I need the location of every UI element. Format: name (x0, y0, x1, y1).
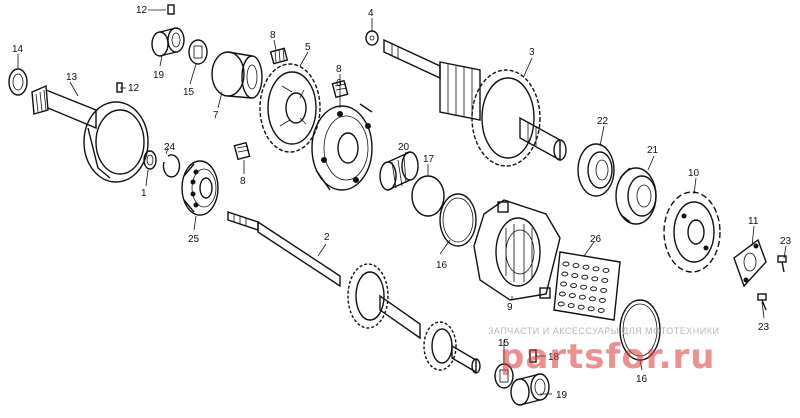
label-18: 18 (548, 352, 560, 363)
label-4: 4 (368, 8, 374, 19)
plate-dot (577, 304, 585, 310)
part-13-shaft-drum (31, 84, 149, 183)
label-20: 20 (398, 142, 410, 153)
leader-lines (17, 9, 787, 395)
part-4-nut (365, 30, 379, 46)
part-8-spring-b (331, 79, 349, 99)
plate-dot (598, 297, 606, 303)
label-14: 14 (12, 44, 24, 55)
plate-dot (597, 307, 605, 313)
plate-dot (562, 261, 570, 267)
label-6: 6 (336, 78, 342, 89)
part-23-bolt-upper (777, 255, 787, 273)
part-1-washer (143, 150, 157, 170)
label-8a: 8 (270, 30, 276, 41)
label-25: 25 (188, 234, 200, 245)
part-8-spring-c (233, 141, 251, 161)
part-12-pin-top (167, 4, 175, 15)
plate-dot (570, 283, 578, 289)
plate-dot (567, 303, 575, 309)
label-26: 26 (590, 234, 602, 245)
label-24: 24 (164, 142, 176, 153)
plate-dot (590, 286, 598, 292)
label-12b: 12 (128, 83, 140, 94)
part-15-washer-top (188, 39, 208, 65)
label-19a: 19 (153, 70, 165, 81)
plate-dot (601, 277, 609, 283)
plate-dot (587, 306, 595, 312)
plate-dot (578, 294, 586, 300)
plate-dot (602, 267, 610, 273)
label-10: 10 (688, 168, 700, 179)
label-8b: 8 (336, 64, 342, 75)
part-2-long-shaft (227, 211, 481, 374)
part-19-needle-bearing-lower (510, 373, 550, 406)
label-9: 9 (507, 302, 513, 313)
part-5-gear (259, 63, 321, 153)
part-labels: 1 2 3 4 5 6 7 8 8 8 9 10 11 12 12 13 14 … (12, 5, 792, 401)
plate-dot (572, 263, 580, 269)
part-9-housing (473, 199, 561, 301)
part-8-spring-a (269, 47, 289, 65)
part-6-plate (311, 103, 373, 191)
part-12-pin-lower (116, 82, 123, 93)
plate-dot (558, 291, 566, 297)
label-17: 17 (423, 154, 435, 165)
part-11-plate (733, 238, 767, 288)
plate-dot (582, 264, 590, 270)
label-5: 5 (305, 42, 311, 53)
part-20-needle-cage (379, 151, 419, 191)
plate-dot (600, 287, 608, 293)
label-13: 13 (66, 72, 78, 83)
label-15b: 15 (498, 338, 510, 349)
plate-dot (588, 296, 596, 302)
label-23a: 23 (780, 236, 792, 247)
label-22: 22 (597, 116, 609, 127)
part-26-plate-pattern (553, 251, 621, 321)
plate-dot (568, 293, 576, 299)
label-2: 2 (324, 232, 330, 243)
part-3-mainshaft (383, 38, 567, 167)
part-23-bolt-lower (757, 293, 767, 311)
label-3: 3 (529, 47, 535, 58)
plate-dot (592, 266, 600, 272)
plate-dot (580, 284, 588, 290)
part-7-collar (211, 51, 263, 99)
watermark: ЗАПЧАСТИ И АКСЕССУАРЫ ДЛЯ МОТОТЕХНИКИ pa… (488, 326, 719, 377)
plate-dot (560, 281, 568, 287)
part-25-bearing (181, 160, 219, 216)
label-23b: 23 (758, 322, 770, 333)
part-22-seal (577, 143, 615, 197)
part-16-oring-upper (439, 193, 477, 247)
label-1: 1 (141, 188, 147, 199)
label-12a: 12 (136, 5, 148, 16)
watermark-caption: ЗАПЧАСТИ И АКСЕССУАРЫ ДЛЯ МОТОТЕХНИКИ (488, 326, 719, 336)
label-19b: 19 (556, 390, 568, 401)
part-19-needle-bearing-top (151, 27, 185, 57)
plate-dot (571, 273, 579, 279)
label-21: 21 (647, 145, 659, 156)
part-24-circlip (162, 154, 181, 178)
label-16a: 16 (436, 260, 448, 271)
part-10-sprocket (663, 191, 721, 273)
label-7: 7 (213, 110, 219, 121)
plate-dot (557, 301, 565, 307)
plate-dot (581, 274, 589, 280)
plate-dot (591, 276, 599, 282)
label-11: 11 (748, 216, 759, 227)
part-14-ring (8, 68, 28, 96)
part-17-ring (411, 175, 445, 217)
label-15a: 15 (183, 87, 195, 98)
watermark-site: partsfor.ru (500, 337, 716, 377)
part-21-bearing (615, 167, 657, 225)
label-16b: 16 (636, 374, 648, 385)
plate-dot (561, 271, 569, 277)
label-8c: 8 (240, 176, 246, 187)
